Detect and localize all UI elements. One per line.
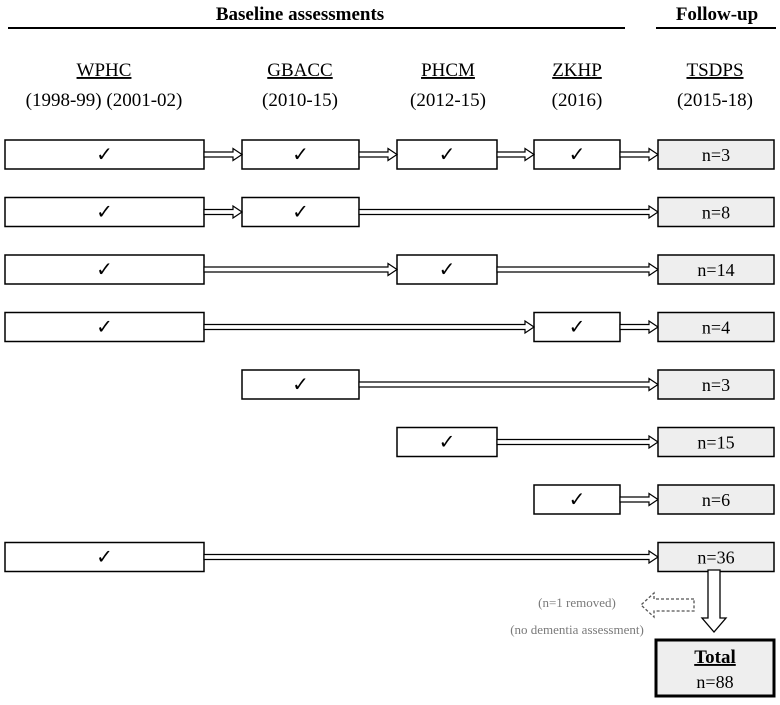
check-mark: ✓ [292,202,309,224]
followup-box [657,541,775,573]
connector-arrow [203,549,660,565]
study-name-tsdps: TSDPS [686,60,743,81]
total-box: Total n=88 [654,638,776,698]
study-years-phcm: (2012-15) [410,90,486,111]
study-box-gbacc [241,196,360,228]
followup-count: n=15 [697,433,734,453]
total-down-arrow [700,569,728,633]
study-name-wphc: WPHC [77,60,132,81]
connector-arrow [496,434,660,450]
study-box-wphc [4,254,205,285]
flow-row: ✓ n=6 [533,484,775,515]
flow-row: ✓ n=15 [396,426,775,458]
followup-count: n=3 [702,145,730,165]
flow-row: ✓ ✓ ✓ ✓ n=3 [4,139,775,170]
study-years-zkhp: (2016) [552,90,603,111]
followup-box [657,369,775,400]
check-mark: ✓ [96,202,113,224]
study-box-phcm [396,254,498,285]
study-name-zkhp: ZKHP [552,60,602,81]
flow-row: ✓ ✓ n=4 [4,311,775,343]
followup-header: Follow-up [676,4,758,25]
followup-count: n=3 [702,375,730,395]
check-mark: ✓ [96,547,113,569]
connector-arrow [203,147,244,162]
removed-note-line2: (no dementia assessment) [510,622,644,637]
total-label: Total [694,647,736,668]
rows-layer: ✓ ✓ ✓ ✓ n=3 ✓ ✓ n=8 ✓ ✓ n=14 ✓ ✓ n=4 ✓ n=3 ✓ n=15 ✓ n=6 ✓ n=3… [4,139,775,573]
connector-arrow [619,492,660,507]
check-mark: ✓ [439,144,456,166]
study-box-wphc [4,196,205,228]
followup-box [657,139,775,170]
total-count: n=88 [696,672,733,692]
study-name-gbacc: GBACC [267,60,332,81]
check-mark: ✓ [569,489,586,511]
followup-box [657,426,775,458]
followup-box [657,254,775,285]
connector-arrow [358,204,660,220]
connector-arrow [203,262,399,277]
removed-arrow [640,591,695,619]
followup-count: n=4 [702,318,730,338]
study-box-gbacc [241,369,360,400]
check-mark: ✓ [439,259,456,281]
followup-count: n=14 [697,260,734,280]
followup-box [657,196,775,228]
check-mark: ✓ [96,259,113,281]
study-years-tsdps: (2015-18) [677,90,753,111]
check-mark: ✓ [439,432,456,454]
connector-arrow [203,204,244,220]
removed-note-line1: (n=1 removed) [538,595,616,610]
connector-arrow [496,262,660,277]
check-mark: ✓ [569,317,586,339]
flow-row: ✓ n=36 [4,541,775,573]
study-box-wphc [4,311,205,343]
followup-count: n=36 [697,548,734,568]
study-name-phcm: PHCM [421,60,475,81]
followup-count: n=6 [702,490,730,510]
study-box-phcm [396,426,498,458]
check-mark: ✓ [569,144,586,166]
connector-arrow [496,147,536,162]
check-mark: ✓ [292,374,309,396]
followup-box [657,484,775,515]
followup-box [657,311,775,343]
check-mark: ✓ [96,144,113,166]
study-years-wphc: (1998-99) (2001-02) [26,90,183,111]
connector-arrow [358,377,660,392]
check-mark: ✓ [96,317,113,339]
connector-arrow [619,147,660,162]
flow-row: ✓ ✓ n=8 [4,196,775,228]
flow-row: ✓ n=3 [241,369,775,400]
flow-row: ✓ ✓ n=14 [4,254,775,285]
connector-arrow [358,147,399,162]
baseline-header: Baseline assessments [216,4,384,25]
study-years-gbacc: (2010-15) [262,90,338,111]
study-box-wphc [4,541,205,573]
connector-arrow [619,319,660,335]
check-mark: ✓ [292,144,309,166]
connector-arrow [203,319,536,335]
followup-count: n=8 [702,203,730,223]
